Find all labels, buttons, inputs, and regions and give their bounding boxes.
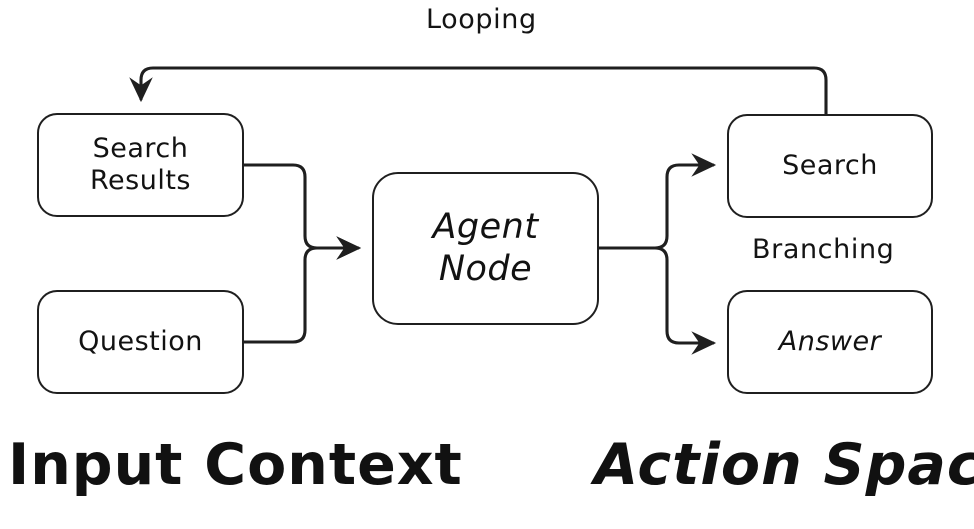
node-search[interactable]: Search bbox=[727, 114, 933, 218]
edge-label-looping: Looping bbox=[426, 4, 537, 35]
edge-agent-to-search bbox=[653, 153, 717, 250]
node-question-label: Question bbox=[78, 326, 203, 358]
node-agent-node-label: Agent Node bbox=[432, 207, 539, 289]
node-answer[interactable]: Answer bbox=[727, 290, 933, 394]
node-agent-node[interactable]: Agent Node bbox=[372, 172, 599, 325]
edge-looping-connector bbox=[129, 66, 828, 116]
node-question[interactable]: Question bbox=[37, 290, 244, 394]
node-search-results-label: Search Results bbox=[90, 133, 191, 196]
node-search-results[interactable]: Search Results bbox=[37, 113, 244, 217]
edge-search-results-to-agent bbox=[242, 163, 362, 260]
node-search-label: Search bbox=[782, 150, 878, 182]
edge-label-branching: Branching bbox=[752, 234, 895, 265]
node-answer-label: Answer bbox=[778, 326, 882, 358]
group-label-action-space: Action Space bbox=[594, 432, 974, 498]
group-label-input-context: Input Context bbox=[8, 432, 463, 498]
edge-question-to-agent bbox=[242, 236, 362, 344]
edge-agent-to-answer bbox=[653, 246, 717, 355]
